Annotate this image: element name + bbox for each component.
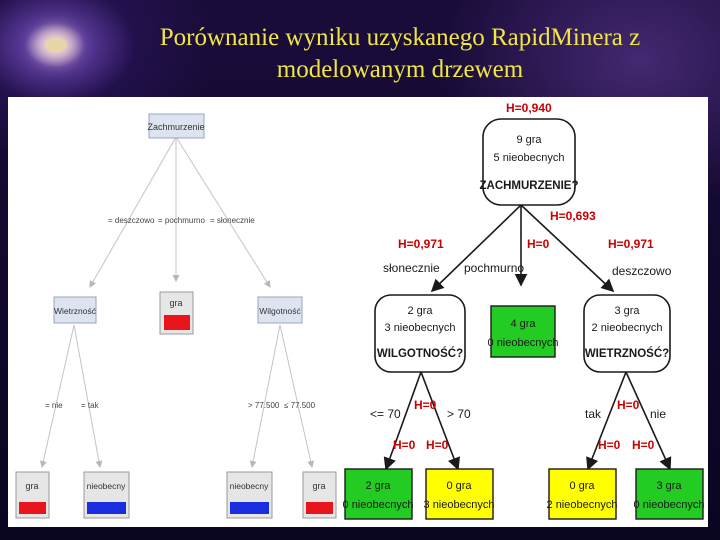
leaf-nieobecny: nieobecny [226,471,273,519]
branch-label: deszczowo [612,264,672,278]
entropy-label: H=0,971 [398,237,444,251]
svg-text:nieobecny: nieobecny [87,481,127,491]
svg-text:gra: gra [312,481,325,491]
svg-text:0 gra: 0 gra [446,480,472,492]
node-wilgotnosc: Wilgotność [257,296,303,324]
svg-text:Wilgotność: Wilgotność [259,306,301,316]
entropy-label: H=0 [617,398,640,412]
svg-text:4 gra: 4 gra [510,318,536,330]
svg-text:2 gra: 2 gra [365,480,391,492]
branch-label: słonecznie [383,261,440,275]
leaf-green: 3 gra 0 nieobecnych [634,468,705,520]
root-entropy: H=0,940 [506,101,552,115]
slide-title: Porównanie wyniku uzyskanego RapidMinera… [159,24,641,83]
edge-label: = deszczowo [108,216,155,225]
edge-label: = tak [81,401,100,410]
leaf-nieobecny: nieobecny [83,471,130,519]
svg-text:2 nieobecnych: 2 nieobecnych [547,499,618,511]
branch-label: tak [585,407,602,421]
edge-label: = pochmurno [158,216,205,225]
svg-text:nieobecny: nieobecny [230,481,270,491]
rapidminer-tree: Zachmurzenie = deszczowo = pochmurno = s… [15,113,337,519]
svg-text:Zachmurzenie: Zachmurzenie [147,122,204,132]
branch-label: pochmurno [464,261,524,275]
edge-label: = nie [45,401,63,410]
svg-text:3 nieobecnych: 3 nieobecnych [385,322,456,334]
edge-label: ≤ 77.500 [284,401,316,410]
svg-text:gra: gra [25,481,38,491]
svg-text:0 nieobecnych: 0 nieobecnych [343,499,414,511]
entropy-label: H=0,971 [608,237,654,251]
entropy-label: H=0 [393,438,416,452]
svg-text:0 nieobecnych: 0 nieobecnych [488,337,559,349]
leaf-yellow: 0 gra 2 nieobecnych [547,468,618,520]
leaf-yellow: 0 gra 3 nieobecnych [424,468,495,520]
svg-text:2 nieobecnych: 2 nieobecnych [592,322,663,334]
svg-text:WIETRZNOŚĆ?: WIETRZNOŚĆ? [585,347,669,360]
entropy-label: H=0 [414,398,437,412]
node-wilgotnosc-q: 2 gra 3 nieobecnych WILGOTNOŚĆ? [374,294,466,373]
svg-text:3 gra: 3 gra [656,480,682,492]
leaf-green: 2 gra 0 nieobecnych [343,468,414,520]
modeled-tree: H=0,940 9 gra 5 nieobecnych ZACHMURZENIE… [343,101,705,520]
edge-label: = słonecznie [210,216,255,225]
svg-text:Wietrzność: Wietrzność [54,306,97,316]
entropy-label: H=0 [426,438,449,452]
branch-label: > 70 [447,407,471,421]
svg-text:0 gra: 0 gra [569,480,595,492]
gain-label: H=0,693 [550,209,596,223]
leaf-gra: gra [302,471,337,519]
node-wietrznosc-q: 3 gra 2 nieobecnych WIETRZNOŚĆ? [583,294,671,373]
entropy-label: H=0 [527,237,550,251]
diagram-panel: Zachmurzenie = deszczowo = pochmurno = s… [8,97,708,527]
svg-text:3 nieobecnych: 3 nieobecnych [424,499,495,511]
svg-text:gra: gra [169,298,182,308]
entropy-label: H=0 [632,438,655,452]
svg-text:2 gra: 2 gra [407,305,433,317]
node-zachmurzenie: Zachmurzenie [147,113,205,139]
trees-svg: Zachmurzenie = deszczowo = pochmurno = s… [15,101,705,520]
branch-label: <= 70 [370,407,401,421]
svg-text:0 nieobecnych: 0 nieobecnych [634,499,705,511]
branch-label: nie [650,407,666,421]
leaf-pochmurno: 4 gra 0 nieobecnych [488,305,559,358]
svg-text:WILGOTNOŚĆ?: WILGOTNOŚĆ? [377,347,463,360]
svg-text:ZACHMURZENIE?: ZACHMURZENIE? [479,180,578,192]
svg-text:5 nieobecnych: 5 nieobecnych [494,152,565,164]
entropy-label: H=0 [598,438,621,452]
svg-text:3 gra: 3 gra [614,305,640,317]
edge-label: > 77.500 [248,401,280,410]
leaf-gra: gra [15,471,50,519]
leaf-gra: gra [159,291,194,335]
star-flare-icon [45,38,67,52]
node-zachmurzenie-q: 9 gra 5 nieobecnych ZACHMURZENIE? [479,118,579,206]
svg-text:9 gra: 9 gra [516,134,542,146]
node-wietrznosc: Wietrzność [53,296,97,324]
